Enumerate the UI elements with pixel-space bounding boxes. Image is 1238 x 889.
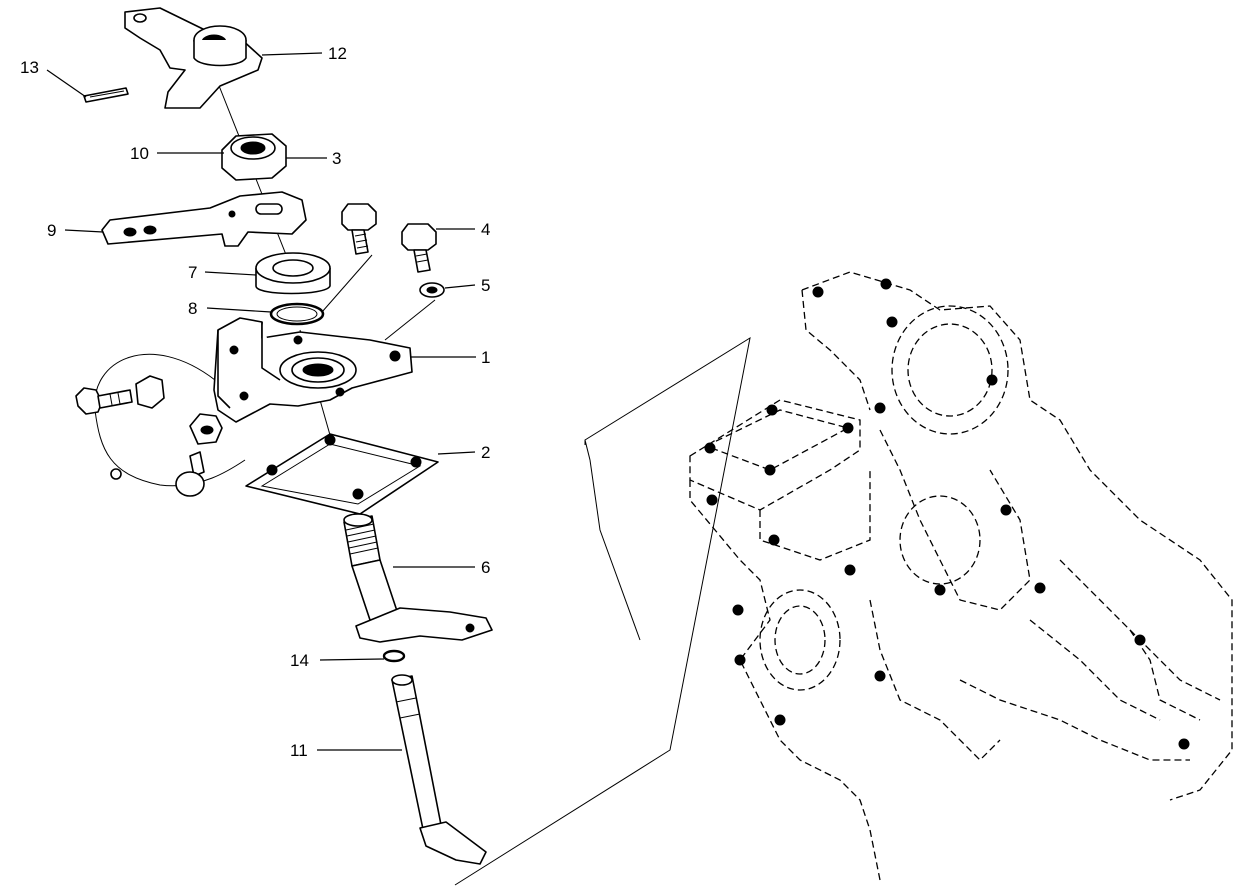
lever-plate-part [101,191,307,247]
callout-5: 5 [481,276,490,295]
leader-lines [46,52,476,751]
circlip-part [382,649,406,663]
callout-7: 7 [188,263,197,282]
pin-part [83,87,129,103]
lever-arm-part [124,7,263,109]
callout-2: 2 [481,443,490,462]
callout-11: 11 [290,741,308,760]
side-bolt-part [75,387,133,415]
o-ring-part [269,302,325,326]
callout-9: 9 [47,221,56,240]
bolt-part-b [401,223,437,273]
explode-boundary-lines [454,336,751,886]
bolt-part-a [341,203,377,255]
housing-cover-part [213,317,413,423]
callout-10: 10 [130,144,149,163]
callout-12: 12 [328,44,347,63]
nut-part [221,133,287,181]
callout-14: 14 [290,651,309,670]
lower-bolt-part [110,451,205,497]
callout-labels: 13 12 10 3 9 4 7 5 8 1 2 6 14 11 [20,44,490,760]
callout-13: 13 [20,58,39,77]
lower-nut-part [189,413,223,445]
thick-washer-part [255,252,331,295]
small-washer-part [419,282,445,298]
long-shaft-part [391,674,487,865]
gasket-part [245,433,439,515]
callout-8: 8 [188,299,197,318]
transmission-housing [689,271,1233,881]
side-nut-part [135,375,165,409]
shaft-arm-part [343,513,493,643]
callout-6: 6 [481,558,490,577]
callout-3: 3 [332,149,341,168]
callout-4: 4 [481,220,490,239]
callout-1: 1 [481,348,490,367]
